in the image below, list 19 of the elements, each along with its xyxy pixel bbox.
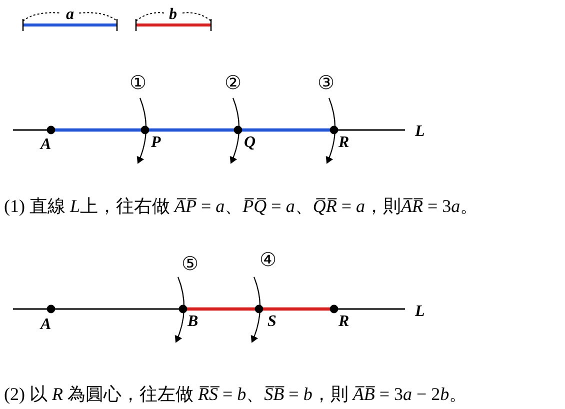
point-label: R (338, 135, 350, 151)
step-number: ② (224, 74, 242, 92)
line-label: L (415, 304, 425, 320)
point-label: P (151, 135, 161, 151)
point-label: S (268, 314, 276, 330)
point-label: R (338, 314, 350, 330)
point-label: A (40, 317, 52, 333)
step-number: ③ (318, 74, 334, 92)
line-label: L (415, 124, 425, 140)
caption-sentence: (1) 直線 L上，往右做 A̅P̅ = a、P̅Q̅ = a、Q̅R̅ = a，則A̅R̅ = 3a。 (4, 197, 478, 215)
point-label: A (40, 137, 52, 153)
step-number: ④ (260, 250, 276, 270)
caption-sentence: (2) 以 R 為圓心，往左做 R̅S̅ = b、S̅B̅ = b，則 A̅B̅ = 3a − 2b。 (4, 385, 468, 403)
step-number: ⑤ (182, 254, 198, 274)
point-label: B (188, 314, 198, 330)
segment-label: a (66, 7, 74, 23)
segment-label: b (169, 7, 177, 23)
point-label: Q (244, 135, 256, 151)
step-number: ① (130, 74, 146, 92)
